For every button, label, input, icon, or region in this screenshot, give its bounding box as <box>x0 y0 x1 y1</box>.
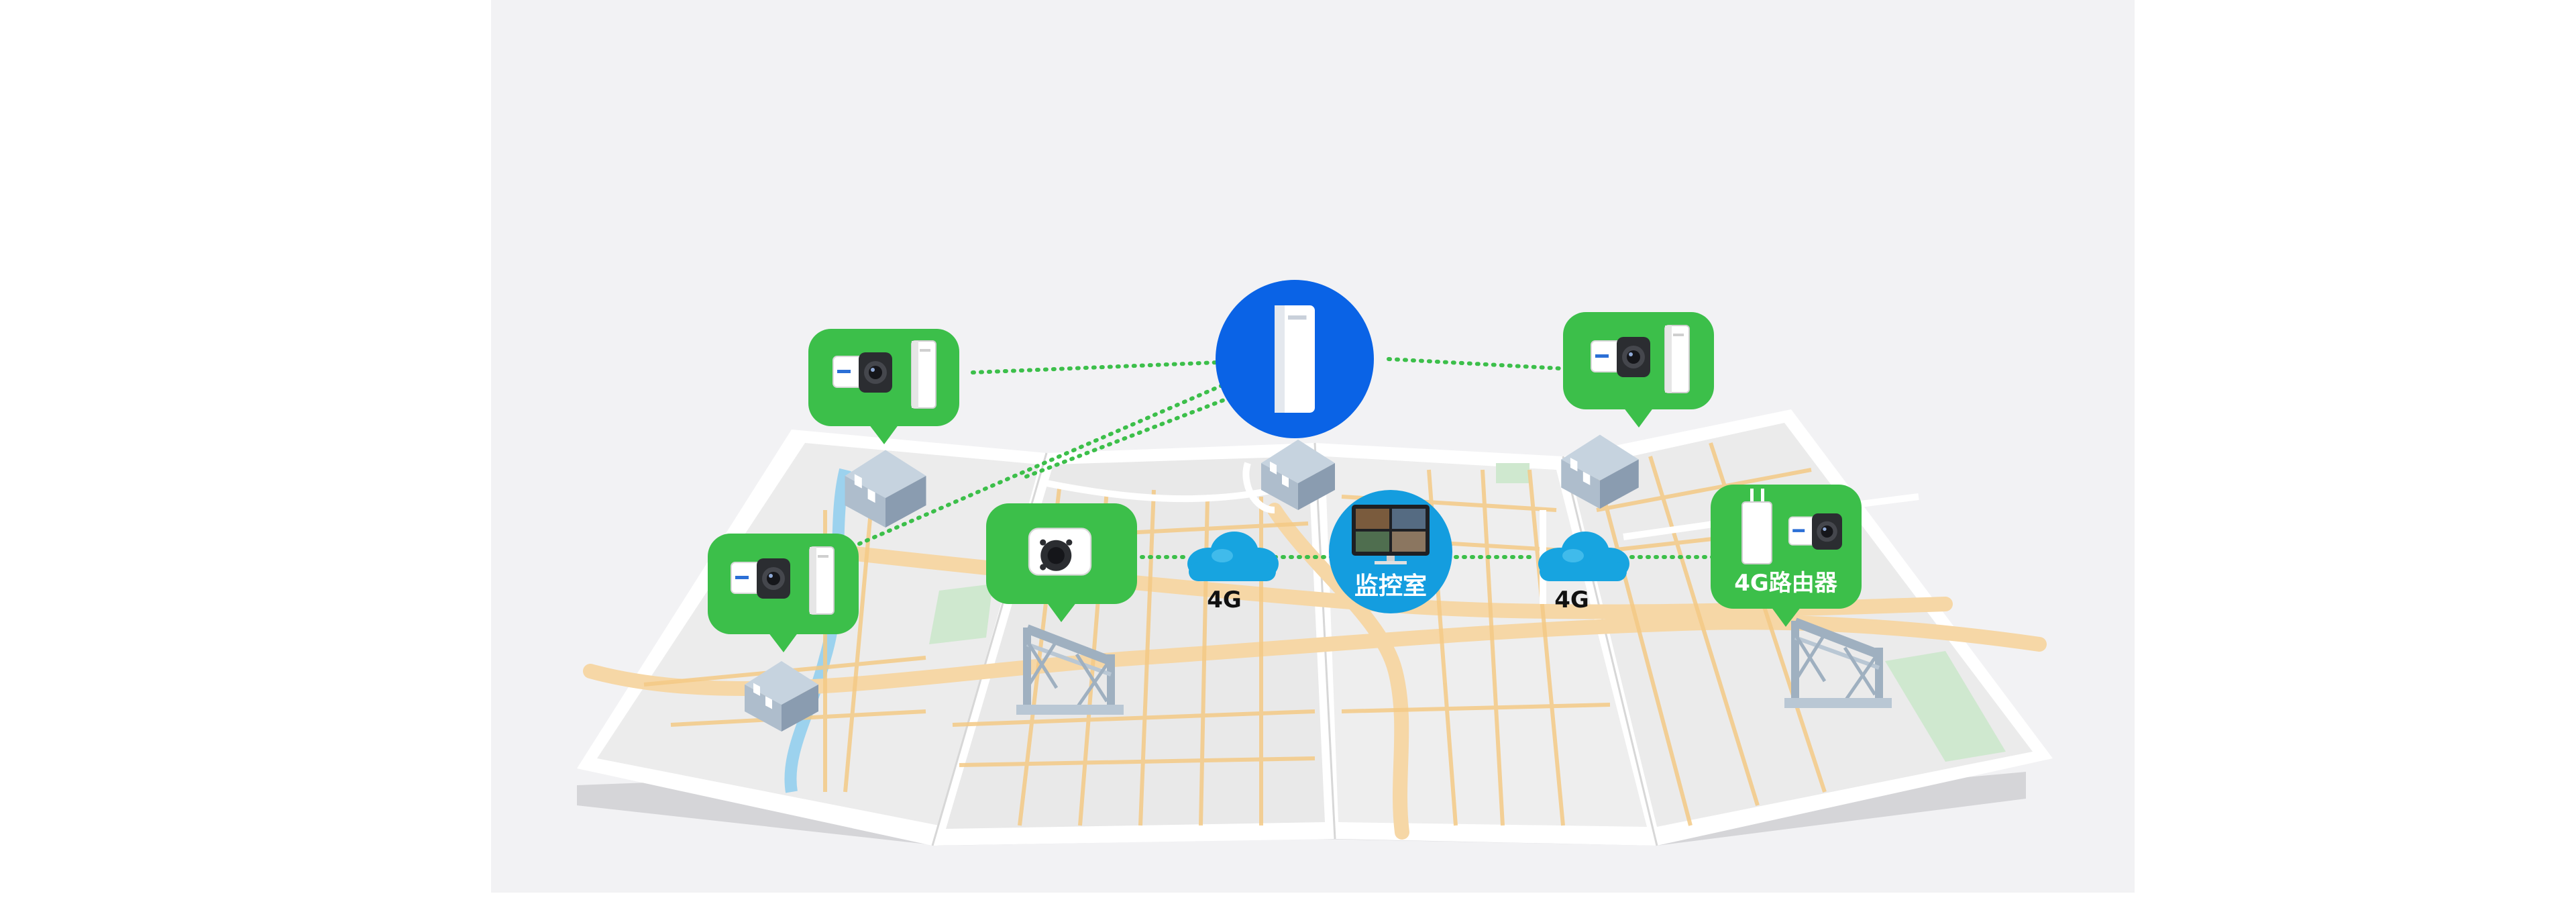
camera-node[interactable] <box>808 329 959 444</box>
outdoor-cpe-icon <box>911 340 936 409</box>
bullet-camera-icon <box>731 558 791 599</box>
4g-router-icon <box>1741 489 1772 564</box>
monitor-screen-icon <box>1352 505 1430 564</box>
wireless-links <box>850 357 1719 559</box>
park-area <box>1496 463 1529 483</box>
park-area <box>929 584 993 644</box>
hub-cpe-node[interactable] <box>1216 280 1374 438</box>
camera-node[interactable] <box>1563 312 1714 428</box>
bullet-camera-icon <box>833 352 893 393</box>
park-area <box>1885 651 2006 762</box>
camera-node[interactable] <box>986 503 1137 622</box>
router-node[interactable]: 4G路由器 <box>1711 485 1862 627</box>
monitor-room-label: 监控室 <box>1354 572 1427 600</box>
bullet-camera-icon <box>1788 513 1843 550</box>
network-4g-left-label: 4G <box>1207 587 1242 613</box>
bullet-camera-icon <box>1591 336 1651 378</box>
outdoor-cpe-icon <box>1275 305 1315 413</box>
camera-node[interactable] <box>708 534 859 652</box>
router-label: 4G路由器 <box>1734 570 1838 597</box>
bullet-camera-icon <box>1028 528 1092 576</box>
network-4g-right-label: 4G <box>1554 587 1589 613</box>
outdoor-cpe-icon <box>809 546 835 615</box>
outdoor-cpe-icon <box>1664 325 1690 393</box>
monitor-room-node[interactable]: 监控室 <box>1329 490 1452 613</box>
